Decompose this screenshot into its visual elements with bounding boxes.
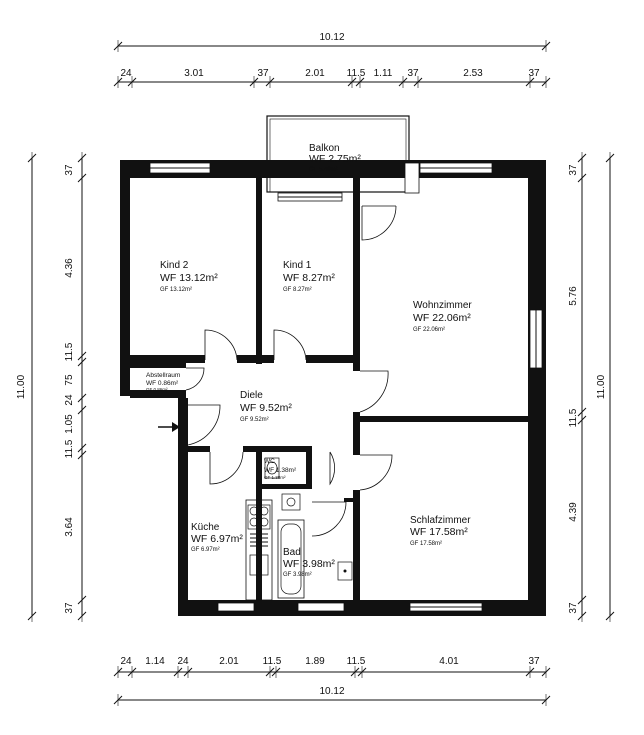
fixtures: [245, 457, 353, 601]
room-name: Kind 2: [160, 260, 189, 271]
dim-left-seg: 24: [64, 394, 75, 406]
balcony: [266, 115, 410, 193]
room-wf: WF 17.58m²: [410, 526, 468, 538]
basin-icon: [337, 561, 353, 581]
dim-bottom-seg: 24: [177, 656, 189, 667]
dim-left-seg: 11.5: [64, 439, 75, 458]
dim-top-total: 10.12: [319, 32, 344, 43]
dim-left-seg: 3.64: [64, 517, 75, 537]
dim-bottom-seg: 4.01: [439, 656, 459, 667]
dim-top-seg: 2.01: [305, 68, 325, 79]
dim-right-seg: 4.39: [568, 502, 579, 522]
walls: [120, 160, 546, 616]
room-wc: WC WF 1.38m² GF 1.38m²: [264, 458, 297, 480]
room-gf: GF 3.98m²: [283, 572, 312, 578]
toilet-icon: [264, 457, 280, 479]
room-name: Schlafzimmer: [410, 515, 471, 526]
dim-bottom-seg: 1.14: [145, 656, 165, 667]
doors: [185, 205, 397, 537]
dim-bottom-seg: 11.5: [263, 656, 282, 667]
dim-bottom-seg: 37: [528, 656, 540, 667]
windows: [149, 162, 543, 612]
room-wf: WF 2.75m²: [309, 153, 361, 165]
entrance-arrow-icon: [158, 422, 180, 432]
dimension-right: 11.00 37 5.76 11.5 4.39 37: [568, 152, 615, 622]
room-name: Abstellraum: [146, 372, 180, 379]
dim-bottom-seg: 1.89: [305, 656, 325, 667]
room-gf: GF 0.86m²: [146, 387, 168, 392]
room-bad: Bad WF 3.98m² GF 3.98m²: [283, 547, 335, 578]
dimension-bottom: 10.12 24 1.14 24 2.01 11.5 1.89 11.5 4.0…: [113, 656, 551, 706]
dim-top-seg: 24: [120, 68, 132, 79]
room-name: Wohnzimmer: [413, 300, 472, 311]
dim-right-seg: 5.76: [568, 286, 579, 306]
dim-left-seg: 37: [64, 164, 75, 176]
dim-top-seg: 37: [257, 68, 269, 79]
dimension-top: 10.12 24 3.01 37 2.01 11.5 1.11 37 2.53 …: [113, 32, 551, 88]
dim-left-seg: 11.5: [64, 342, 75, 361]
room-gf: GF 8.27m²: [283, 287, 312, 293]
room-name: Küche: [191, 522, 220, 533]
dim-top-seg: 2.53: [463, 68, 483, 79]
dim-top-seg: 11.5: [347, 68, 366, 79]
room-name: Balkon: [309, 143, 340, 154]
room-kind2: Kind 2 WF 13.12m² GF 13.12m²: [160, 260, 218, 293]
room-gf: GF 22.06m²: [413, 327, 445, 333]
room-gf: GF 5.49m²: [309, 167, 338, 173]
room-gf: GF 17.58m²: [410, 541, 442, 547]
room-diele: Diele WF 9.52m² GF 9.52m²: [240, 390, 292, 423]
room-wf: WF 6.97m²: [191, 533, 243, 545]
room-wf: WF 1.38m²: [264, 467, 297, 474]
room-name: Bad: [283, 547, 301, 558]
dim-top-seg: 37: [407, 68, 419, 79]
dim-top-seg: 3.01: [184, 68, 204, 79]
dim-right-seg: 37: [568, 164, 579, 176]
dim-top-seg: 1.11: [374, 68, 393, 79]
dim-left-total: 11.00: [16, 374, 27, 399]
room-gf: GF 6.97m²: [191, 547, 220, 553]
room-kueche: Küche WF 6.97m² GF 6.97m²: [191, 522, 243, 553]
room-wf: WF 9.52m²: [240, 402, 292, 414]
dim-bottom-seg: 11.5: [347, 656, 366, 667]
dim-left-seg: 1.05: [64, 414, 75, 434]
dim-right-total: 11.00: [596, 374, 607, 399]
dim-bottom-total: 10.12: [319, 686, 344, 697]
room-wf: WF 13.12m²: [160, 272, 218, 284]
room-balkon: Balkon WF 2.75m² GF 5.49m²: [309, 143, 361, 173]
room-wohnzimmer: Wohnzimmer WF 22.06m² GF 22.06m²: [413, 300, 472, 333]
room-abstellraum: Abstellraum WF 0.86m² GF 0.86m²: [146, 372, 180, 392]
dim-left-seg: 4.36: [64, 258, 75, 278]
dim-top-seg: 37: [528, 68, 540, 79]
room-wf: WF 3.98m²: [283, 558, 335, 570]
room-wf: WF 8.27m²: [283, 272, 335, 284]
room-kind1: Kind 1 WF 8.27m² GF 8.27m²: [283, 260, 335, 293]
dim-left-seg: 75: [64, 374, 75, 386]
room-gf: GF 13.12m²: [160, 287, 192, 293]
dim-bottom-seg: 2.01: [219, 656, 239, 667]
dimension-left: 11.00 37 4.36 11.5 75 24 1.05 11.5 3.64 …: [16, 152, 87, 622]
dim-right-seg: 11.5: [568, 408, 579, 427]
room-schlafzimmer: Schlafzimmer WF 17.58m² GF 17.58m²: [410, 515, 471, 547]
dim-bottom-seg: 24: [120, 656, 132, 667]
room-wf: WF 0.86m²: [146, 380, 179, 387]
bathtub-icon: [277, 519, 305, 599]
room-name: Diele: [240, 390, 263, 401]
stove-icon: [247, 504, 271, 530]
washbasin-icon: [281, 493, 301, 511]
room-wf: WF 22.06m²: [413, 312, 471, 324]
room-name: Kind 1: [283, 260, 312, 271]
dim-left-seg: 37: [64, 602, 75, 614]
dim-right-seg: 37: [568, 602, 579, 614]
room-name: WC: [264, 458, 275, 465]
kitchen-sink-icon: [249, 554, 269, 576]
room-gf: GF 1.38m²: [264, 475, 286, 480]
room-gf: GF 9.52m²: [240, 417, 269, 423]
